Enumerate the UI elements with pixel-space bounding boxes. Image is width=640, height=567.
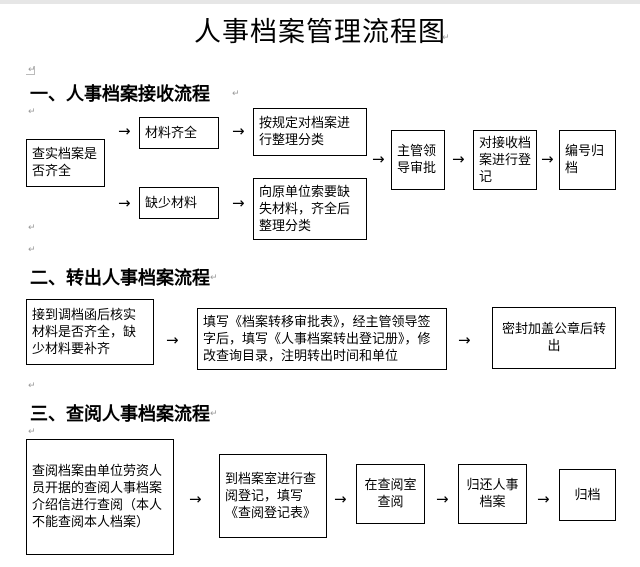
- s3-arrow-to-register: →: [189, 490, 202, 508]
- s1-classify-box: 按规定对档案进行整理分类: [253, 108, 367, 156]
- s1-missing-text: 缺少材料: [145, 195, 198, 211]
- margin-corner-mark: [26, 66, 35, 75]
- paragraph-mark: ↵: [28, 427, 36, 437]
- s1-arrow-to-approve: →: [372, 150, 385, 168]
- s1-request-box: 向原单位索要缺失材料，齐全后整理分类: [253, 178, 367, 240]
- s1-missing-box: 缺少材料: [139, 187, 219, 219]
- s3-register-box: 到档案室进行查阅登记，填写《查阅登记表》: [219, 454, 327, 538]
- s1-register-text: 对接收档案进行登记: [479, 135, 532, 185]
- s1-complete-box: 材料齐全: [139, 117, 219, 149]
- s1-arrow-to-complete: →: [118, 122, 131, 140]
- paragraph-mark: ↵: [28, 65, 36, 75]
- s1-register-box: 对接收档案进行登记: [473, 130, 537, 190]
- s3-arrow-to-archive: →: [537, 490, 550, 508]
- paragraph-mark: ↵: [28, 107, 36, 117]
- s1-approve-box: 主管领导审批: [391, 130, 445, 190]
- s1-arrow-to-request: →: [232, 194, 245, 212]
- s1-number-box: 编号归档: [559, 130, 616, 190]
- s3-review-box: 在查阅室查阅: [356, 464, 425, 524]
- s1-complete-text: 材料齐全: [145, 125, 198, 141]
- s2-arrow-to-seal: →: [458, 331, 471, 349]
- s3-return-box: 归还人事档案: [458, 464, 527, 524]
- paragraph-mark: ↵: [28, 381, 36, 391]
- page-top-edge: [0, 0, 640, 4]
- s3-letter-box: 查阅档案由单位劳资人员开据的查阅人事档案介绍信进行查阅（本人不能查阅本人档案）: [26, 439, 174, 555]
- page-title: 人事档案管理流程图: [194, 17, 446, 48]
- s2-seal-text: 密封加盖公章后转出: [501, 322, 606, 354]
- s1-approve-text: 主管领导审批: [397, 144, 437, 176]
- section3-heading: 三、查阅人事档案流程: [30, 404, 210, 425]
- s1-start-box: 查实档案是否齐全: [26, 139, 105, 187]
- paragraph-mark: ↵: [210, 273, 218, 283]
- s3-review-text: 在查阅室查阅: [364, 478, 417, 510]
- s3-archive-text: 归档: [574, 487, 601, 503]
- paragraph-mark: ↵: [28, 223, 36, 233]
- s2-fill-text: 填写《档案转移审批表》，经主管领导签字后，填写《人事档案转出登记册》，修改查询目…: [203, 314, 431, 364]
- s2-arrow-to-fill: →: [166, 331, 179, 349]
- section2-heading: 二、转出人事档案流程: [30, 268, 210, 289]
- s3-archive-box: 归档: [559, 469, 616, 521]
- s2-check-box: 接到调档函后核实材料是否齐全，缺少材料要补齐: [26, 299, 154, 365]
- s2-seal-box: 密封加盖公章后转出: [492, 307, 616, 369]
- s2-check-text: 接到调档函后核实材料是否齐全，缺少材料要补齐: [32, 307, 137, 357]
- s1-arrow-to-classify: →: [232, 122, 245, 140]
- s1-arrow-to-number: →: [541, 150, 554, 168]
- s1-start-text: 查实档案是否齐全: [32, 147, 98, 179]
- paragraph-mark: ↵: [28, 245, 36, 255]
- s1-arrow-to-register: →: [452, 150, 465, 168]
- s3-letter-text: 查阅档案由单位劳资人员开据的查阅人事档案介绍信进行查阅（本人不能查阅本人档案）: [32, 464, 163, 530]
- s3-register-text: 到档案室进行查阅登记，填写《查阅登记表》: [225, 471, 317, 521]
- s1-request-text: 向原单位索要缺失材料，齐全后整理分类: [259, 184, 351, 234]
- s1-classify-text: 按规定对档案进行整理分类: [259, 116, 351, 148]
- paragraph-mark: ↵: [442, 33, 450, 43]
- s1-arrow-to-missing: →: [118, 194, 131, 212]
- s1-number-text: 编号归档: [565, 144, 605, 176]
- s2-fill-box: 填写《档案转移审批表》，经主管领导签字后，填写《人事档案转出登记册》，修改查询目…: [197, 308, 447, 370]
- s3-arrow-to-return: →: [436, 490, 449, 508]
- s3-return-text: 归还人事档案: [466, 478, 519, 510]
- s3-arrow-to-review: →: [334, 490, 347, 508]
- paragraph-mark: ↵: [210, 409, 218, 419]
- section1-heading: 一、人事档案接收流程: [30, 84, 210, 105]
- paragraph-mark: ↵: [232, 89, 240, 99]
